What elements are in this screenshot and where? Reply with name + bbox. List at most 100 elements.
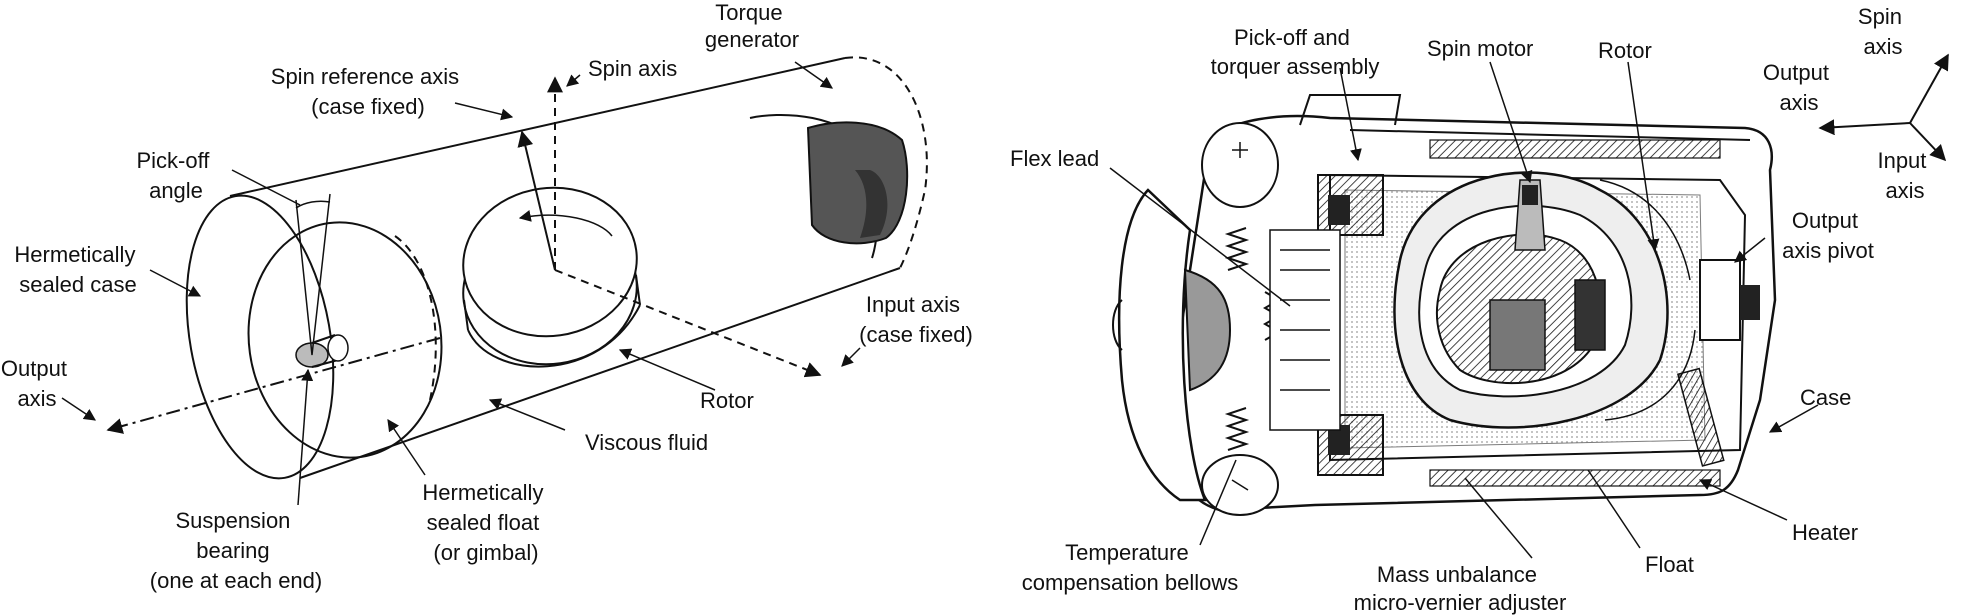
flex-tube-top [1599,179,1691,281]
flange-top [1201,122,1279,208]
label-suspension-bearing: Suspension bearing (one at each end) [150,508,322,593]
leader-torque-generator [794,61,833,89]
leader-case [1768,404,1819,433]
label-line: Hermetically [14,242,135,267]
label-line: Spin reference axis [271,64,459,89]
label-spin-reference-axis: Spin reference axis (case fixed) [271,64,465,119]
label-temperature-bellows: Temperature compensation bellows [1022,540,1238,595]
leader-flex-lead [1109,167,1291,307]
pivot-shape [295,334,349,368]
triad-output-arrow [1818,119,1911,136]
leader-temperature-bellows [1199,459,1237,546]
leader-heater [1698,479,1788,521]
spin-motor-top [1522,185,1538,205]
coil-core-bottom [1328,425,1350,455]
inner-top-rim [1349,129,1751,141]
torque-generator-shape [806,121,909,245]
label-line: torquer assembly [1211,54,1380,79]
label-line: (one at each end) [150,568,322,593]
label-case: Case [1800,385,1851,410]
pick-off-angle-lines [295,193,331,356]
label-triad-input: Input axis [1877,148,1932,203]
label-line: axis [1779,90,1818,115]
label-line: (case fixed) [311,94,425,119]
triad-spin-arrow [1909,53,1949,124]
bottom-heater-strip [1429,469,1721,487]
label-sealed-float: Hermetically sealed float (or gimbal) [422,480,549,565]
label-heater: Heater [1792,520,1858,545]
label-input-axis: Input axis (case fixed) [859,292,973,347]
flange-screws [1231,142,1249,491]
leader-suspension-bearing [297,368,314,506]
input-axis-line [554,269,822,378]
label-line: Spin [1858,4,1902,29]
label-line: axis [1863,34,1902,59]
top-tab [1299,94,1402,126]
sealed-float-shape [247,221,443,459]
pick-off-angle-arc [295,200,331,209]
pick-off-coil-top [1317,174,1384,236]
label-line: bearing [196,538,269,563]
label-flex-lead: Flex lead [1010,146,1099,171]
leader-mass-unbalance [1464,477,1533,559]
end-cap [1117,188,1207,502]
label-line: Suspension [175,508,290,533]
front-diaphragm [1183,268,1232,392]
label-float: Float [1645,552,1694,577]
label-line: micro-vernier adjuster [1354,590,1567,615]
label-line: (case fixed) [859,322,973,347]
end-cap-nub [1112,299,1123,351]
label-line: Pick-off [136,148,210,173]
label-line: sealed case [19,272,136,297]
top-heater-strip [1429,139,1721,159]
label-line: Hermetically [422,480,543,505]
label-mass-unbalance: Mass unbalance micro-vernier adjuster [1354,562,1567,615]
leader-spin-reference [454,102,514,121]
label-pick-off-torquer: Pick-off and torquer assembly [1211,25,1380,79]
label-rotor: Rotor [700,388,754,413]
leader-rotor [618,348,716,391]
label-line: angle [149,178,203,203]
label-output-axis-pivot: Output axis pivot [1782,208,1874,263]
label-line: Mass unbalance [1377,562,1537,587]
label-line: Output [1792,208,1858,233]
leader-output-axis [61,397,96,421]
spin-reference-axis-line [517,130,556,271]
label-triad-spin: Spin axis [1858,4,1908,59]
label-torque-generator: Torque generator [705,0,799,52]
micro-vernier-spring [1676,367,1725,467]
flex-tube-bottom [1604,329,1696,421]
coil-core-top [1328,195,1350,225]
label-line: Input [1877,148,1926,173]
sealed-case-shape [185,56,928,480]
output-pivot-block [1699,259,1741,341]
label-line: compensation bellows [1022,570,1238,595]
label-rotor-right: Rotor [1598,38,1652,63]
rotor-disc-shape [462,186,641,368]
label-spin-motor: Spin motor [1427,36,1533,61]
leader-output-pivot [1734,237,1766,263]
label-line: Output [1763,60,1829,85]
label-output-axis: Output axis [1,356,73,411]
label-triad-output: Output axis [1763,60,1835,115]
label-line: sealed float [427,510,540,535]
leader-pick-off-torquer [1339,67,1362,162]
leader-pick-off-angle [231,169,301,206]
label-line: axis pivot [1782,238,1874,263]
leader-sealed-float [387,419,426,476]
left-schematic: Torque generator Spin reference axis (ca… [1,0,973,593]
output-pivot-end [1740,285,1760,320]
label-line: Torque [715,0,782,25]
label-spin-axis: Spin axis [588,56,677,81]
label-line: Pick-off and [1234,25,1350,50]
label-pick-off-angle: Pick-off angle [136,148,215,203]
rotor-windings [1436,233,1606,385]
right-cutaway: Pick-off and torquer assembly Spin motor… [1010,25,1874,615]
label-viscous-fluid: Viscous fluid [585,430,708,455]
leader-float [1587,469,1641,549]
leader-sealed-case [149,269,202,297]
label-line: Temperature [1065,540,1189,565]
label-line: Input axis [866,292,960,317]
output-axis-line [106,337,441,434]
